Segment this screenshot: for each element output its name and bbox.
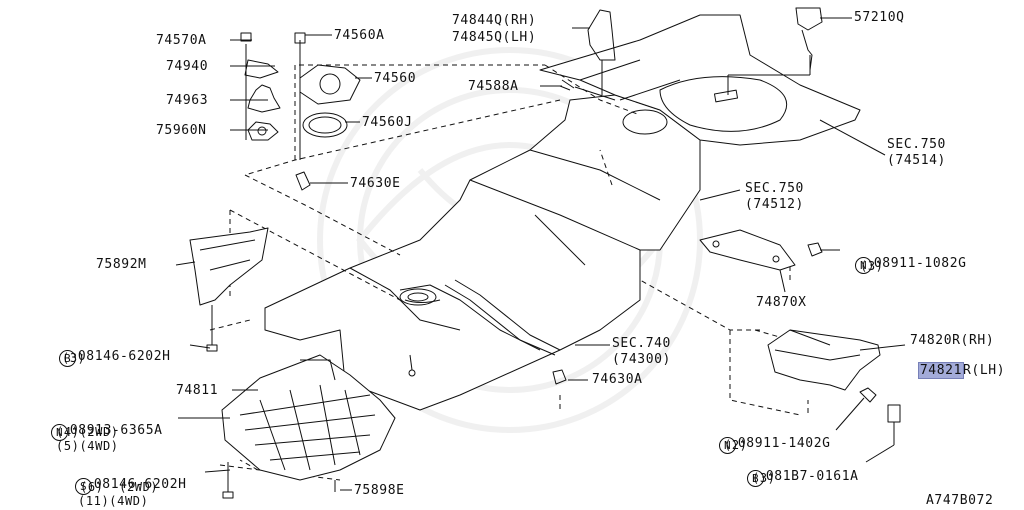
label-sec740-ref[interactable]: (74300) [612,352,671,367]
label-74560A[interactable]: 74560A [334,28,385,43]
label-081B7-0161A-qty: (3) [752,471,776,485]
label-74820R[interactable]: 74820R(RH) [910,333,995,348]
label-75898E[interactable]: 75898E [354,483,405,498]
label-74940[interactable]: 74940 [166,59,209,74]
rear-carpet [539,14,861,146]
label-sec740[interactable]: SEC.740 [612,336,671,351]
boot-74560 [299,64,361,105]
boot-74963 [247,84,281,113]
part-number-text: 08911-1402G [737,436,831,451]
b-marker: B [58,350,76,367]
label-75892M[interactable]: 75892M [96,257,147,272]
label-74821R[interactable]: 74821R(LH) [902,350,1006,379]
label-74845Q[interactable]: 74845Q(LH) [452,30,537,45]
part-number-text: 08911-1082G [873,256,967,271]
label-74963[interactable]: 74963 [166,93,209,108]
undercover-74811 [221,354,396,481]
clip-57210Q [795,7,823,31]
label-08913-6365A-qty-2wd: (4)(2WD) [56,425,119,439]
part-number-text: 08146-6202H [93,477,187,492]
label-08146-6202H-b-qty: (3) [62,351,86,365]
label-74560J[interactable]: 74560J [362,115,413,130]
label-08911-1402G-qty: (2) [724,438,748,452]
leader-lines [175,17,906,491]
bracket-74820R [767,329,881,391]
label-74870X[interactable]: 74870X [756,295,807,310]
bracket-75892M [189,227,269,306]
n-marker: N [854,257,872,274]
label-74588A[interactable]: 74588A [468,79,519,94]
label-sec750-74512[interactable]: SEC.750 [745,181,804,196]
label-sec750-74512-ref[interactable]: (74512) [745,197,804,212]
label-57210Q[interactable]: 57210Q [854,10,905,25]
label-74630E[interactable]: 74630E [350,176,401,191]
highlighted-part-74821[interactable]: 74821 [917,362,965,379]
label-74844Q[interactable]: 74844Q(RH) [452,13,537,28]
part-number-text: 081B7-0161A [765,469,859,484]
label-74630A[interactable]: 74630A [592,372,643,387]
n-marker: N [50,424,68,441]
label-sec750-74514[interactable]: SEC.750 [887,137,946,152]
label-08146-6202H-s-qty-4wd: (11)(4WD) [78,494,149,508]
s-marker: S [74,478,92,495]
b-marker: B [746,470,764,487]
bracket-74844Q [587,9,616,61]
label-sec750-74514-ref[interactable]: (74514) [887,153,946,168]
bracket-74870X [699,229,796,271]
label-08911-1082G-qty: (3) [860,259,884,273]
diagram-id: A747B072 [926,493,994,508]
label-74570A[interactable]: 74570A [156,33,207,48]
n-marker: N [718,437,736,454]
part-number-text: 08146-6202H [77,349,171,364]
part-suffix-text: R(LH) [963,363,1006,378]
boot-74940 [244,59,279,79]
part-number-text: 08913-6365A [69,423,163,438]
label-75960N[interactable]: 75960N [156,123,207,138]
ring-74560J [302,112,348,138]
boot-75960N [247,121,279,141]
label-08146-6202H-s-qty-2wd: (6) (2WD) [80,480,159,494]
label-74811[interactable]: 74811 [176,383,219,398]
label-74560[interactable]: 74560 [374,71,417,86]
label-08913-6365A-qty-4wd: (5)(4WD) [56,439,119,453]
